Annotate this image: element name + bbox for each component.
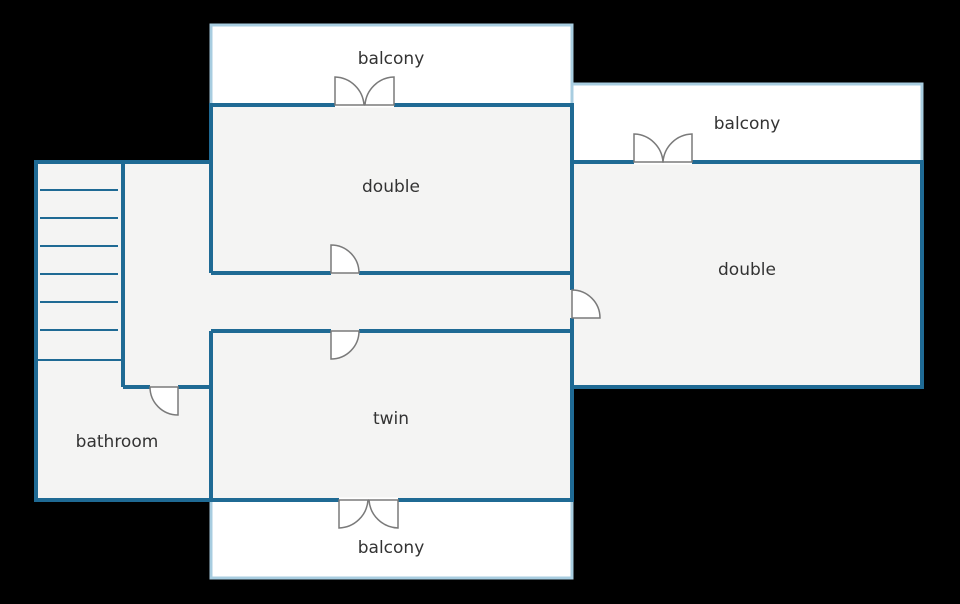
label-twin: twin: [373, 409, 409, 429]
label-balcony-bottom: balcony: [358, 538, 425, 558]
label-balcony-right: balcony: [714, 114, 781, 134]
door-double-top: [330, 244, 360, 276]
door-balcony-top: [334, 76, 395, 108]
label-double-top: double: [362, 177, 420, 197]
door-balcony-bottom: [338, 497, 399, 529]
label-balcony-top: balcony: [358, 49, 425, 69]
interior-floor: [36, 105, 922, 500]
door-balcony-right: [633, 133, 693, 165]
door-bathroom: [149, 384, 179, 416]
door-double-right: [569, 289, 601, 319]
label-bathroom: bathroom: [76, 432, 159, 452]
label-double-right: double: [718, 260, 776, 280]
balcony-right-area: [570, 82, 924, 164]
door-twin: [330, 328, 360, 360]
staircase: [40, 189, 118, 331]
